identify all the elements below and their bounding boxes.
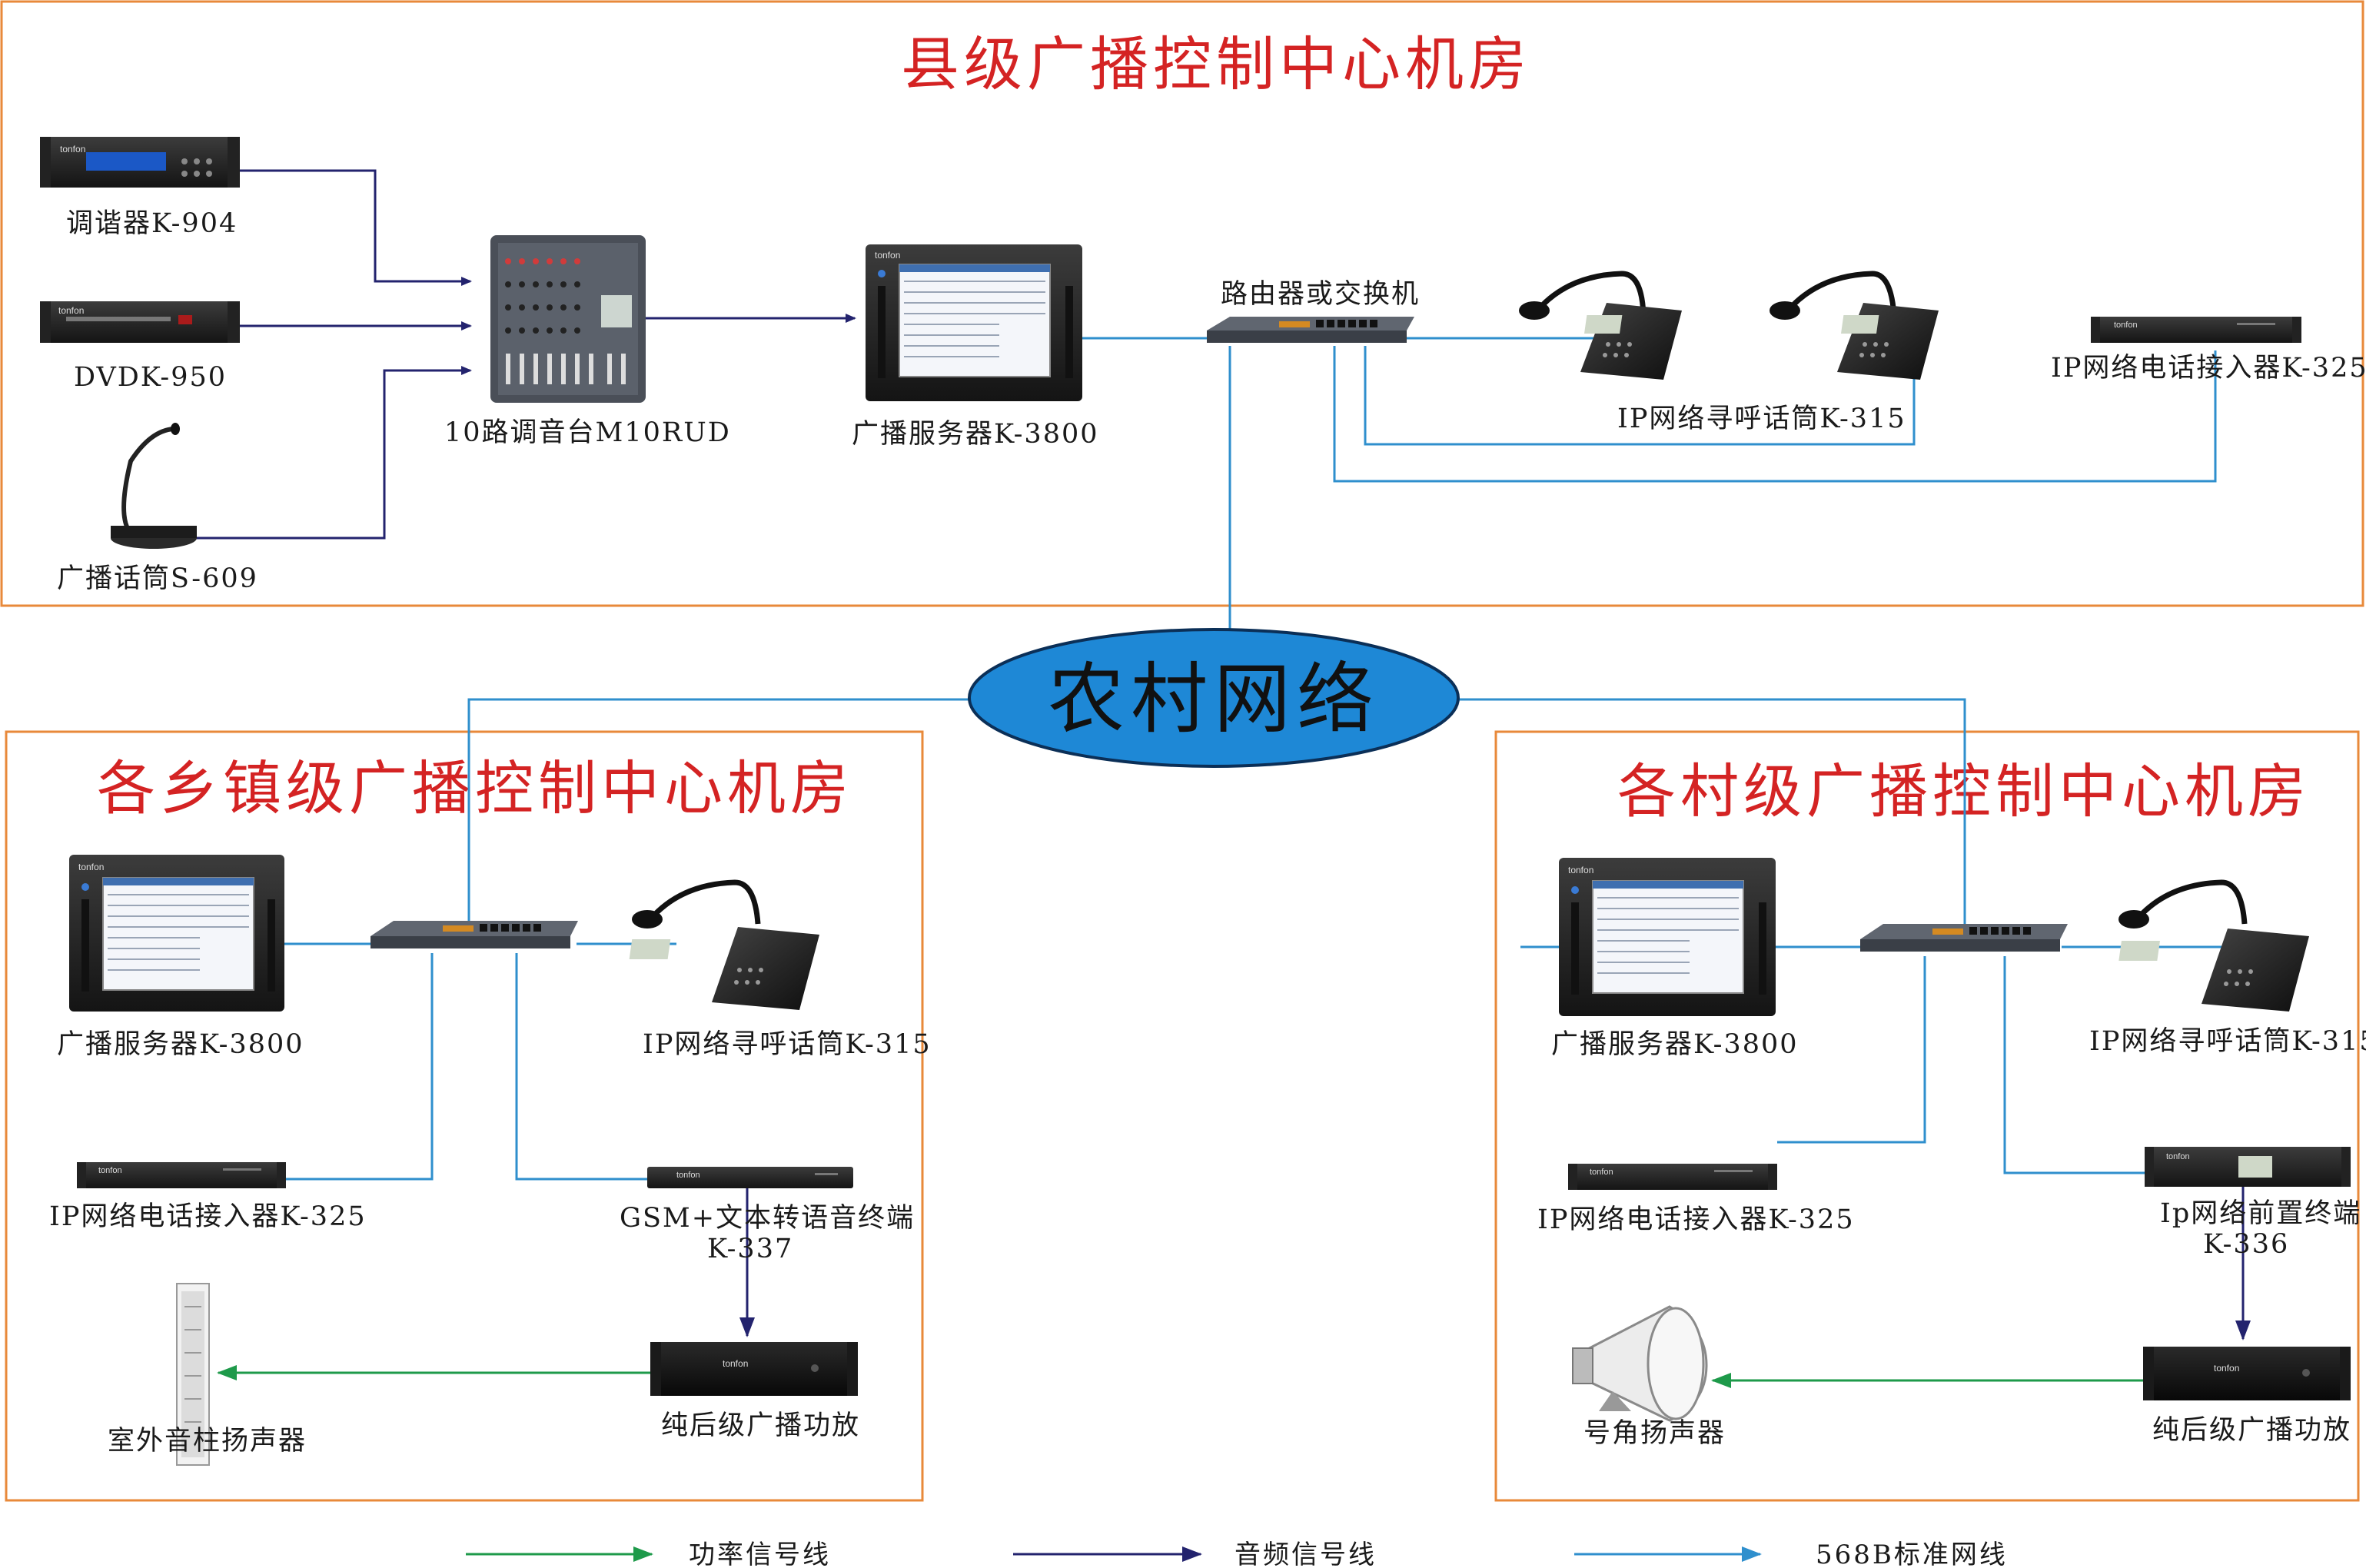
county-title: 县级广播控制中心机房 (901, 30, 1531, 98)
village-phone-device: tonfon (1568, 1164, 1777, 1190)
village-horn-speaker (1572, 1305, 1708, 1422)
village-server-device: tonfon (1559, 858, 1776, 1016)
svg-text:tonfon: tonfon (2166, 1152, 2190, 1161)
town-room-frame (5, 730, 924, 1502)
svg-text:tonfon: tonfon (1568, 865, 1593, 875)
svg-text:tonfon: tonfon (2214, 1363, 2239, 1374)
net-line-village-switch-front (2003, 956, 2145, 1174)
town-gsm-label-1: GSM+文本转语音终端 (620, 1203, 915, 1234)
town-gsm-device: tonfon (647, 1167, 853, 1188)
town-title: 各乡镇级广播控制中心机房 (97, 754, 853, 822)
town-phone-label: IP网络电话接入器K-325 (49, 1201, 367, 1232)
svg-text:tonfon: tonfon (676, 1171, 700, 1180)
audio-line-mic-mixer (151, 366, 472, 540)
svg-text:tonfon: tonfon (875, 250, 900, 261)
village-phone-label: IP网络电话接入器K-325 (1537, 1204, 1855, 1235)
net-line-router-paging2 (1364, 346, 1916, 446)
town-paging-mic (629, 879, 819, 1010)
svg-text:tonfon: tonfon (723, 1358, 748, 1369)
village-front-terminal-device: tonfon (2145, 1147, 2351, 1187)
rural-network-cloud: 农村网络 (968, 628, 1460, 768)
county-phone-label: IP网络电话接入器K-325 (2051, 353, 2366, 384)
net-line-town-switch-phone (286, 953, 434, 1181)
county-paging-mic-2 (1770, 271, 1939, 380)
county-room-frame (0, 0, 2364, 607)
svg-text:tonfon: tonfon (2114, 321, 2138, 330)
town-amp-label: 纯后级广播功放 (661, 1410, 860, 1441)
county-paging-label: IP网络寻呼话筒K-315 (1617, 404, 1906, 434)
router-device (1207, 317, 1414, 343)
net-line-village-switch-phone (1777, 956, 1926, 1144)
town-server-label: 广播服务器K-3800 (57, 1029, 304, 1060)
svg-text:tonfon: tonfon (60, 144, 85, 154)
town-column-label: 室外音柱扬声器 (108, 1426, 307, 1457)
town-phone-device: tonfon (77, 1162, 286, 1188)
dvd-device: tonfon (40, 301, 240, 343)
net-line-network-village (1457, 698, 1966, 927)
svg-text:tonfon: tonfon (58, 305, 84, 316)
town-switch-device (371, 921, 578, 948)
village-paging-label: IP网络寻呼话筒K-315 (2089, 1026, 2366, 1057)
town-paging-label: IP网络寻呼话筒K-315 (643, 1029, 932, 1060)
village-room-frame (1494, 730, 2360, 1502)
village-horn-label: 号角扬声器 (1583, 1418, 1726, 1449)
svg-text:tonfon: tonfon (78, 862, 104, 872)
village-front-label-1: Ip网络前置终端 (2160, 1198, 2361, 1229)
village-title: 各村级广播控制中心机房 (1617, 757, 2311, 826)
village-amp-device: tonfon (2143, 1347, 2351, 1400)
county-phone-device: tonfon (2091, 317, 2301, 343)
tuner-label: 调谐器K-904 (66, 208, 238, 239)
legend-power-label: 功率信号线 (689, 1540, 831, 1568)
audio-line-tuner-mixer (240, 169, 472, 286)
county-server-label: 广播服务器K-3800 (852, 419, 1099, 450)
town-gsm-label-2: K-337 (707, 1234, 793, 1264)
net-line-router-phone (1333, 346, 2217, 483)
network-label: 农村网络 (1048, 654, 1380, 744)
town-amp-device: tonfon (650, 1342, 858, 1396)
village-switch-device (1860, 924, 2068, 952)
mic-label: 广播话筒S-609 (57, 563, 258, 594)
village-amp-label: 纯后级广播功放 (2152, 1415, 2351, 1446)
village-front-label-2: K-336 (2203, 1229, 2289, 1260)
svg-text:tonfon: tonfon (98, 1166, 122, 1175)
legend: 功率信号线 音频信号线 568B标准网线 (466, 1540, 2008, 1568)
mixer-label: 10路调音台M10RUD (444, 417, 731, 448)
village-paging-mic (2118, 879, 2309, 1012)
svg-text:tonfon: tonfon (1590, 1168, 1613, 1177)
dvd-label: DVDK-950 (74, 362, 227, 393)
net-line-town-switch-gsm (515, 953, 647, 1181)
village-server-label: 广播服务器K-3800 (1551, 1029, 1799, 1060)
broadcast-mic-device (111, 423, 197, 549)
legend-network-label: 568B标准网线 (1816, 1540, 2008, 1568)
town-server-device: tonfon (69, 855, 284, 1012)
town-column-speaker (176, 1283, 210, 1466)
county-server-device: tonfon (866, 244, 1082, 401)
mixer-device (490, 235, 646, 403)
net-line-network-town (467, 698, 970, 930)
tuner-device: tonfon (40, 137, 240, 188)
router-label: 路由器或交换机 (1221, 279, 1420, 310)
county-paging-mic-1 (1519, 271, 1682, 380)
legend-audio-label: 音频信号线 (1235, 1540, 1377, 1568)
